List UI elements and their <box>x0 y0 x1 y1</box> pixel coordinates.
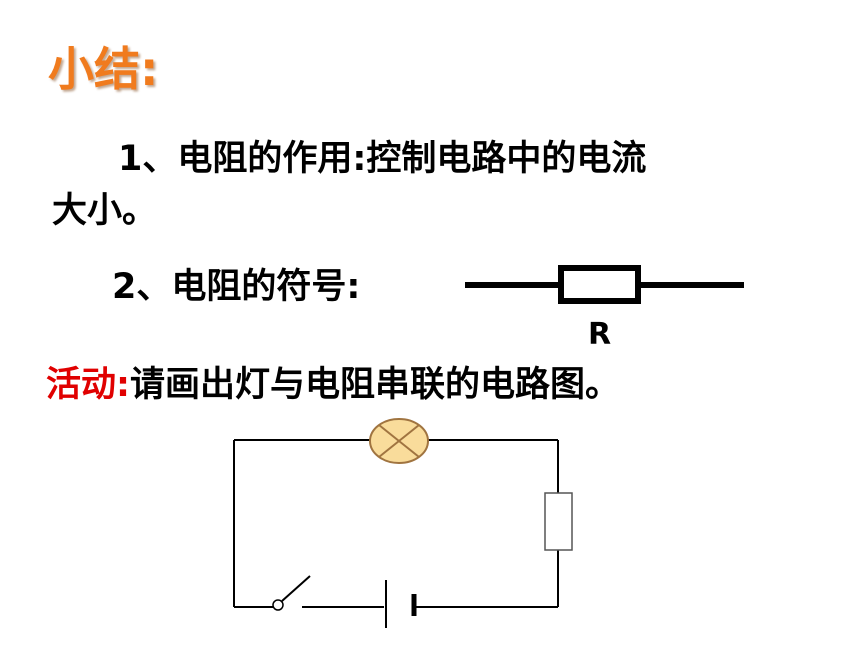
activity-line: 活动:请画出灯与电阻串联的电路图。 <box>46 368 620 403</box>
lamp-symbol <box>369 418 429 464</box>
circuit-diagram <box>233 418 573 628</box>
activity-text: 请画出灯与电阻串联的电路图。 <box>130 365 621 405</box>
circuit-resistor <box>544 492 573 551</box>
battery-symbol <box>385 580 417 628</box>
switch-symbol <box>272 575 311 611</box>
slide-title: 小结: <box>48 42 159 96</box>
point-2-text: 2、电阻的符号: <box>112 267 361 307</box>
point-1-continuation: 大小。 <box>52 191 158 231</box>
activity-label: 活动: <box>46 365 130 405</box>
resistor-symbol <box>465 265 744 304</box>
resistor-label: R <box>588 317 612 352</box>
point-1-text: 1、电阻的作用:控制电路中的电流 <box>118 139 647 179</box>
